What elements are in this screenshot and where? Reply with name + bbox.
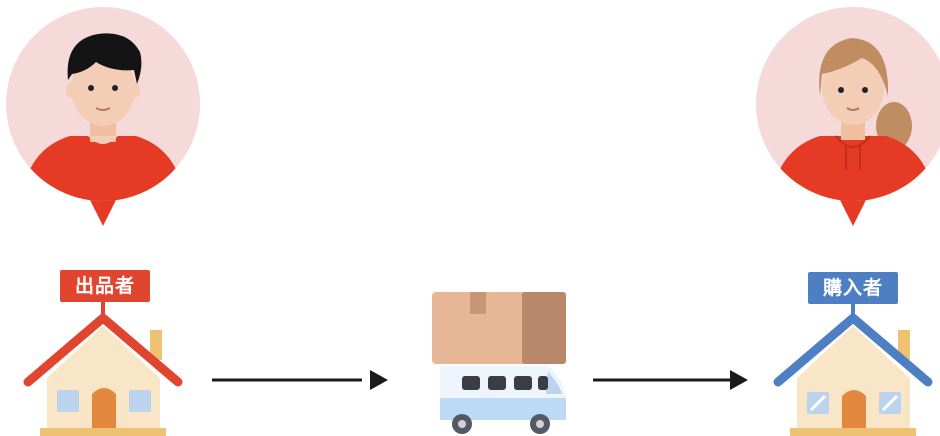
buyer-label: 購入者 (808, 272, 898, 304)
